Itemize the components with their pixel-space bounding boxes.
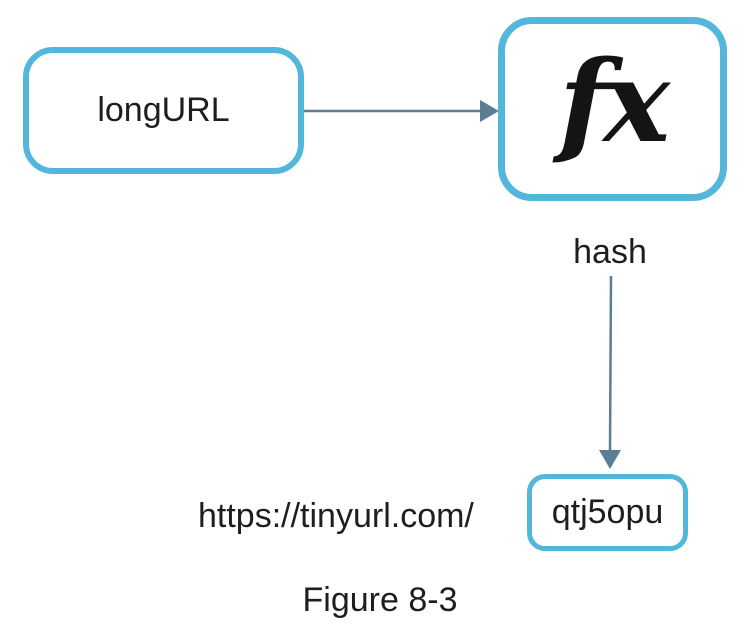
hash-function-fx-icon: fx — [559, 37, 670, 168]
node-longurl: longURL — [23, 47, 304, 174]
shorturl-value: qtj5opu — [551, 493, 664, 531]
node-hash-function: fx — [498, 17, 727, 201]
longurl-label: longURL — [97, 91, 230, 129]
arrow-hashfunction-to-shorturl-line — [608, 275, 613, 451]
node-shorturl: qtj5opu — [527, 474, 688, 551]
arrow-hashfunction-to-shorturl-head-icon — [599, 450, 621, 469]
figure-caption: Figure 8-3 — [302, 581, 458, 619]
hash-edge-label: hash — [573, 233, 647, 271]
arrow-longurl-to-hashfunction-head-icon — [480, 100, 499, 122]
shorturl-prefix-text: https://tinyurl.com/ — [198, 497, 474, 535]
